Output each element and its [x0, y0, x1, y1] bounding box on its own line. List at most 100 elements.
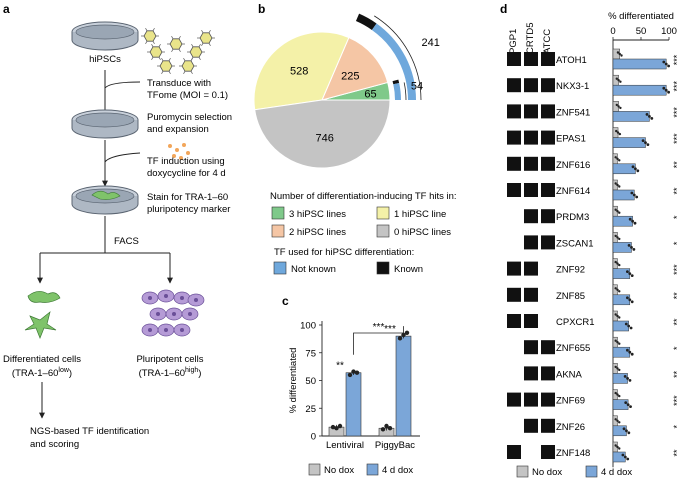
c-ytick-label-2: 50: [305, 376, 316, 387]
virus-particle-0: [147, 44, 165, 60]
d-pt0-6-1: [616, 210, 619, 213]
d-pt-7-2: [632, 248, 636, 251]
d-pt0-0-2: [620, 54, 623, 57]
d-pt-1-2: [667, 90, 670, 94]
ring-inner-known: [392, 79, 400, 85]
d-pt-4-1: [634, 167, 637, 171]
step-diff-1: Differentiated cells: [3, 354, 81, 365]
d-pt0-10-1: [616, 314, 619, 318]
step-stain-1: Stain for TRA-1–60: [147, 192, 228, 203]
d-bar-dox-7: [612, 242, 632, 253]
d-tf-12: AKNA: [556, 369, 583, 380]
d-pt-14-0: [622, 427, 626, 431]
d-line-mark-13-1: [524, 392, 538, 407]
legend-label-two: 2 hiPSC lines: [289, 227, 346, 238]
step-ngs-2: and scoring: [30, 439, 79, 450]
d-tf-7: ZSCAN1: [556, 238, 593, 249]
d-pt0-7-2: [618, 237, 621, 241]
pie-label-three: 65: [364, 89, 376, 101]
ring-outer-known: [355, 13, 377, 31]
d-pt-2-1: [648, 115, 651, 118]
d-line-mark-11-1: [524, 340, 538, 355]
d-line-mark-5-0: [507, 183, 521, 197]
dox-drop-0: [168, 144, 172, 148]
d-pt-13-0: [624, 401, 628, 404]
panel-a: a hiPSCs Transduce with TFome (MOI = 0.1…: [3, 2, 232, 450]
step-pluri-1: Pluripotent cells: [136, 354, 203, 365]
virus-particle-4: [179, 58, 197, 74]
d-pt-7-0: [627, 244, 631, 247]
d-line-mark-2-2: [541, 104, 555, 119]
d-pt0-6-0: [614, 208, 617, 211]
d-pt-12-1: [626, 377, 629, 380]
d-line-mark-14-1: [524, 418, 538, 433]
pie-slice-two: [321, 36, 389, 101]
lentivirus-icon: [141, 28, 215, 74]
d-pt0-14-2: [618, 421, 621, 424]
d-pt0-2-2: [619, 106, 622, 110]
d-pt-5-0: [630, 191, 634, 195]
legend-swatch-three: [271, 206, 285, 220]
c-xtick-0: Lentiviral: [326, 440, 364, 451]
d-pt-15-1: [623, 455, 627, 459]
virus-particle-2: [187, 44, 205, 60]
ring-outer-label: 241: [422, 37, 440, 49]
c-sig-1: ***: [384, 324, 396, 335]
d-xtick-label-1: 50: [636, 26, 647, 37]
legend-swatch-one: [376, 206, 390, 220]
dox-drop-4: [179, 156, 183, 160]
d-pt-11-0: [626, 348, 629, 352]
pluripotent-cells-icon: [141, 289, 205, 337]
d-line-mark-0-2: [541, 52, 555, 66]
d-pt-0-2: [667, 64, 670, 68]
pie-label-one: 528: [290, 65, 308, 77]
step-diff-2: (TRA-1–60low): [12, 367, 72, 379]
c-pt-0-1-0: [347, 372, 353, 378]
c-ylabel: % differentiated: [288, 348, 299, 414]
d-bar-dox-1: [612, 84, 667, 96]
d-pt-12-2: [628, 379, 632, 382]
d-tf-1: NKX3-1: [556, 81, 589, 92]
pie-label-zero: 746: [316, 132, 334, 144]
d-pt0-10-0: [614, 313, 617, 316]
d-legend-label-1: 4 d dox: [601, 467, 632, 478]
d-line-mark-9-0: [507, 287, 521, 302]
d-line-mark-0-0: [507, 52, 521, 66]
d-pt-0-1: [664, 62, 668, 66]
c-pt-0-0-0: [330, 424, 336, 430]
d-pt0-11-1: [616, 341, 619, 344]
d-tf-8: ZNF92: [556, 265, 585, 276]
c-ytick-label-3: 75: [305, 348, 316, 359]
d-bar-dox-0: [612, 58, 667, 70]
d-pt-9-0: [626, 296, 629, 300]
d-pt-10-0: [624, 322, 628, 326]
panel-c-label: c: [282, 294, 289, 308]
d-tf-2: ZNF541: [556, 107, 590, 118]
d-bar-dox-10: [612, 320, 629, 332]
d-pt-3-1: [644, 141, 647, 145]
d-xtick-label-2: 100: [661, 26, 677, 37]
d-line-mark-14-2: [541, 418, 555, 433]
d-tf-6: PRDM3: [556, 212, 589, 223]
d-line-mark-7-1: [524, 235, 538, 250]
c-ytick-label-1: 25: [305, 404, 316, 415]
d-pt0-8-0: [614, 260, 617, 264]
legend2-title: TF used for hiPSC differentiation:: [274, 247, 414, 258]
d-line-mark-5-2: [541, 183, 555, 197]
c-pt-1-1-1: [401, 332, 406, 338]
panel-a-label: a: [3, 2, 10, 16]
d-bar-dox-8: [612, 268, 631, 279]
d-sig-4: **: [672, 161, 682, 169]
d-pt-10-1: [627, 324, 631, 328]
c-between-bracket: [353, 326, 404, 355]
d-line-mark-8-0: [507, 261, 521, 276]
d-pt0-1-0: [615, 77, 618, 80]
d-sig-9: **: [672, 292, 682, 300]
d-line-mark-10-1: [524, 314, 538, 328]
d-sig-11: *: [672, 346, 682, 350]
legend-swatch-two: [271, 224, 285, 238]
dox-drop-2: [182, 143, 186, 147]
